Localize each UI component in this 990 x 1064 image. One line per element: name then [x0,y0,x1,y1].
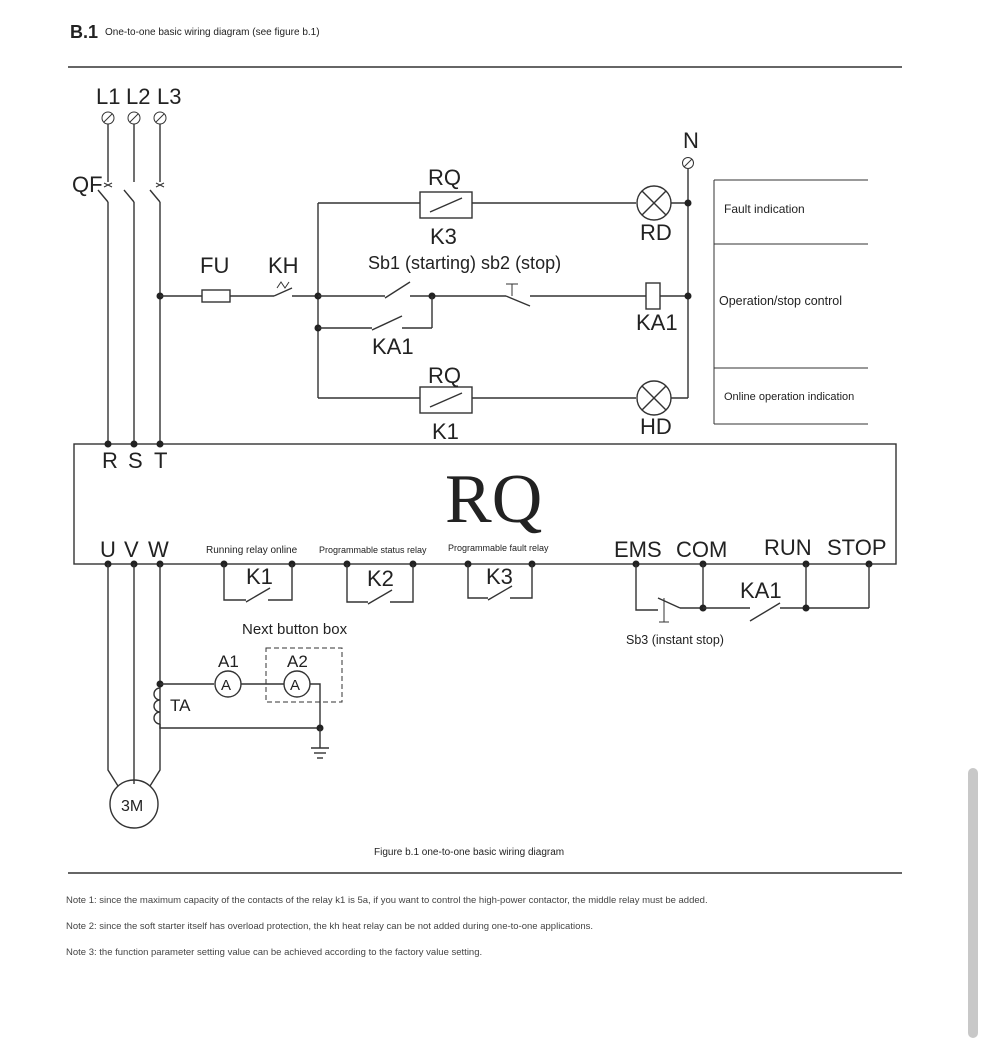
note-3: Note 3: the function parameter setting v… [66,947,482,958]
terminal-t: T [154,448,167,473]
start-button-sb1 [384,281,411,299]
label-sb3: Sb3 (instant stop) [626,633,724,647]
label-a1: A1 [218,652,239,671]
label-button-box: Next button box [242,621,348,638]
soft-starter-box [73,443,897,565]
rq-contact-k3 [419,191,473,219]
run-lamp-hd [636,380,672,416]
terminal-run: RUN [764,535,812,560]
label-motor: 3M [121,798,143,815]
label-fu: FU [200,253,229,278]
fault-lamp-rd [636,185,672,221]
running-relay-label: Running relay online [206,545,298,556]
label-k3: K3 [430,224,457,249]
relay-k3 [464,560,536,601]
fuse-fu [201,289,231,303]
soft-starter-title: RQ [445,461,542,538]
label-rq-bottom: RQ [428,363,461,388]
scrollbar[interactable] [968,768,978,1038]
ammeter-a1: A [214,670,242,698]
neutral-terminal [682,157,694,169]
circuit-breaker-qf [97,124,165,444]
label-relay-k2: K2 [367,566,394,591]
note-2: Note 2: since the soft starter itself ha… [66,921,593,932]
label-relay-k3: K3 [486,564,513,589]
section-title: One-to-one basic wiring diagram (see fig… [105,27,320,38]
label-ka1-coil: KA1 [636,310,678,335]
supply-terminal-l2 [127,111,141,125]
terminal-s: S [128,448,143,473]
relay-coil-ka1 [645,282,661,310]
stop-button-sb2 [505,283,531,307]
operation-control-text: Operation/stop control [719,294,842,308]
status-relay-label: Programmable status relay [319,545,427,555]
label-a2: A2 [287,652,308,671]
label-kh: KH [268,253,299,278]
label-sb1-sb2: Sb1 (starting) sb2 (stop) [368,253,561,273]
label-rq-top: RQ [428,165,461,190]
label-qf: QF [72,172,103,197]
ammeter-a2-symbol: A [290,677,300,694]
thermal-relay-kh [273,281,318,297]
label-hd: HD [640,414,672,439]
label-l3: L3 [157,84,181,109]
label-ta: TA [170,696,191,715]
relay-k2 [343,560,417,605]
label-ka1-hold: KA1 [372,334,414,359]
terminal-stop: STOP [827,535,887,560]
label-relay-k1: K1 [246,564,273,589]
ground-icon [311,728,329,759]
fault-indication-text: Fault indication [724,202,805,216]
terminal-w: W [148,537,169,562]
label-k1: K1 [432,419,459,444]
supply-terminal-l3 [153,111,167,125]
instant-stop-sb3 [657,597,681,623]
button-box-outline [265,647,343,703]
ka1-holding-contact [371,315,403,331]
ammeter-a2: A [283,670,311,698]
motor-3m [109,779,159,829]
label-ka1-run: KA1 [740,578,782,603]
note-1: Note 1: since the maximum capacity of th… [66,895,708,906]
terminal-ems: EMS [614,537,662,562]
indication-table [713,179,868,425]
section-number: B.1 [70,22,98,42]
online-indication-text: Online operation indication [724,391,854,403]
relay-k1 [220,560,296,603]
label-l1: L1 [96,84,120,109]
terminal-r: R [102,448,118,473]
label-rd: RD [640,220,672,245]
terminal-com: COM [676,537,727,562]
ammeter-a1-symbol: A [221,677,231,694]
supply-terminal-l1 [101,111,115,125]
rq-contact-k1 [419,386,473,414]
figure-caption: Figure b.1 one-to-one basic wiring diagr… [374,847,564,858]
fault-relay-label: Programmable fault relay [448,543,549,553]
ka1-run-contact [749,602,781,622]
current-transformer-ta [153,687,161,725]
terminal-u: U [100,537,116,562]
label-n: N [683,128,699,153]
terminal-v: V [124,537,139,562]
label-l2: L2 [126,84,150,109]
